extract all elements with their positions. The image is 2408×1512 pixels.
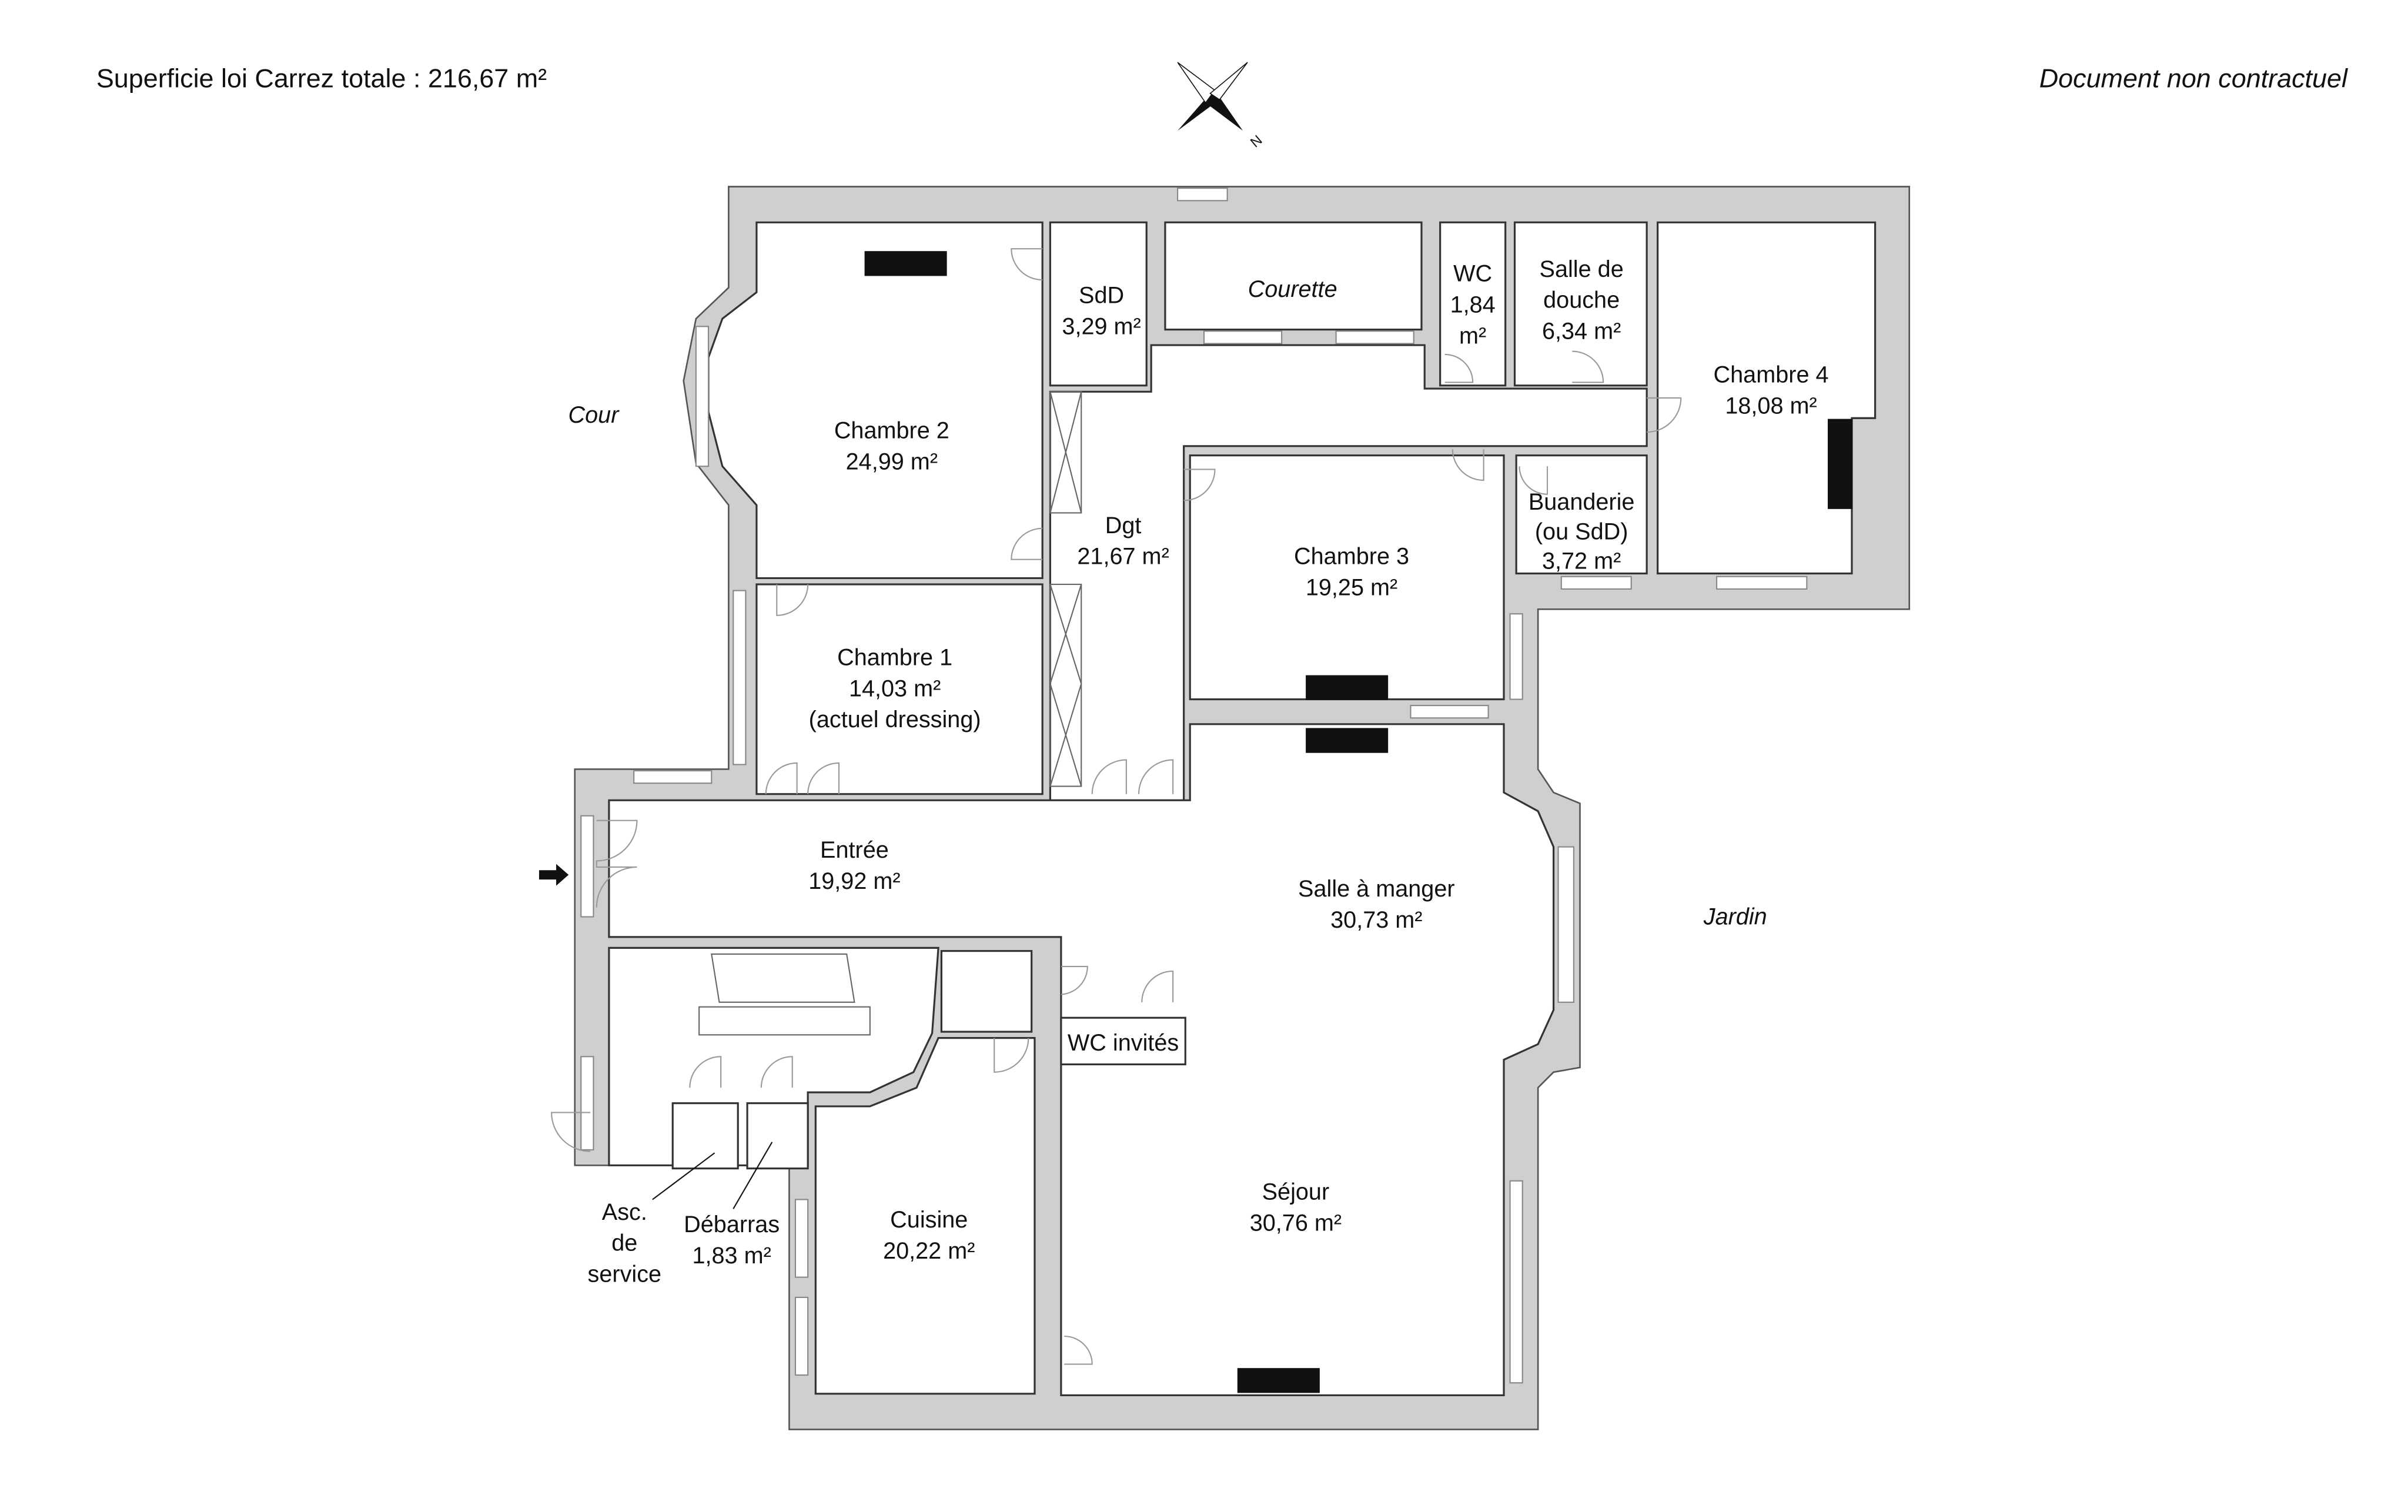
fireplaces (864, 251, 1853, 1393)
room-wc (1439, 221, 1507, 387)
staircase (698, 1006, 871, 1036)
cuisine-name: Cuisine (890, 1207, 968, 1233)
room-chambre-2 (707, 221, 1044, 580)
room-buanderie (1515, 454, 1648, 575)
room-chambre-4 (1657, 221, 1877, 575)
room-debarras (746, 1102, 809, 1170)
debarras-name: Débarras (684, 1212, 780, 1237)
leader-lines (652, 1142, 773, 1209)
cuisine-area: 20,22 m² (883, 1238, 975, 1264)
buanderie-area: 3,72 m² (1542, 548, 1621, 574)
room-salle-de-douche (1513, 221, 1648, 387)
chambre1-area: 14,03 m² (849, 675, 941, 701)
label-jardin: Jardin (1703, 904, 1767, 930)
chambre4-area: 18,08 m² (1725, 393, 1817, 419)
ascenseur-name-1: Asc. (602, 1199, 647, 1225)
chambre4-name: Chambre 4 (1714, 362, 1829, 387)
salle-douche-name-1: Salle de (1540, 256, 1624, 282)
salle-douche-area: 6,34 m² (1542, 318, 1621, 344)
wardrobes (1049, 391, 1082, 787)
label-courette: Courette (1248, 276, 1337, 302)
chambre1-note: (actuel dressing) (809, 707, 981, 732)
sejour-area: 30,76 m² (1250, 1210, 1342, 1236)
chambre3-area: 19,25 m² (1306, 574, 1397, 600)
closet (940, 950, 1033, 1033)
rooms (608, 221, 1877, 1397)
windows (580, 188, 1808, 1384)
entree-name: Entrée (820, 837, 889, 863)
salle-douche-name-2: douche (1543, 287, 1620, 313)
room-ascenseur (671, 1102, 739, 1170)
wc-name: WC (1453, 261, 1492, 287)
room-chambre-1 (755, 583, 1044, 795)
chambre2-name: Chambre 2 (834, 418, 949, 444)
entree-area: 19,92 m² (808, 868, 900, 894)
room-labels: Chambre 2 24,99 m² SdD 3,29 m² WC 1,84 m… (588, 256, 1829, 1287)
sejour-name: Séjour (1262, 1179, 1330, 1205)
room-wc-invites (1060, 1016, 1186, 1066)
sdd-name: SdD (1079, 283, 1124, 309)
doors (551, 248, 1682, 1365)
buanderie-name-2: (ou SdD) (1535, 519, 1628, 544)
chambre3-name: Chambre 3 (1294, 544, 1409, 570)
stair-void (711, 953, 855, 1003)
sdd-area: 3,29 m² (1062, 314, 1141, 340)
salle-manger-name: Salle à manger (1298, 876, 1455, 902)
wc-area-2: m² (1459, 323, 1486, 349)
chambre2-area: 24,99 m² (846, 449, 938, 474)
room-chambre-3 (1189, 454, 1505, 701)
compass-north-label: N (1248, 132, 1266, 151)
compass-icon: N (1177, 62, 1266, 151)
label-cour: Cour (568, 402, 620, 428)
salle-manger-area: 30,73 m² (1330, 907, 1422, 933)
dgt-name: Dgt (1105, 513, 1142, 538)
wc-area-1: 1,84 (1450, 292, 1496, 318)
total-area-label: Superficie loi Carrez totale : 216,67 m² (96, 63, 547, 93)
ascenseur-name-2: de (611, 1230, 637, 1256)
ascenseur-name-3: service (588, 1262, 662, 1287)
debarras-area: 1,83 m² (692, 1243, 771, 1269)
entrance-arrow-icon (539, 864, 569, 886)
courette (1164, 221, 1423, 331)
buanderie-name-1: Buanderie (1529, 489, 1635, 515)
wc-invites-name: WC invités (1068, 1030, 1179, 1056)
room-sdd (1049, 221, 1148, 387)
chambre1-name: Chambre 1 (837, 644, 952, 670)
room-cuisine (814, 1037, 1036, 1395)
disclaimer: Document non contractuel (2039, 63, 2348, 93)
dgt-area: 21,67 m² (1077, 544, 1169, 570)
